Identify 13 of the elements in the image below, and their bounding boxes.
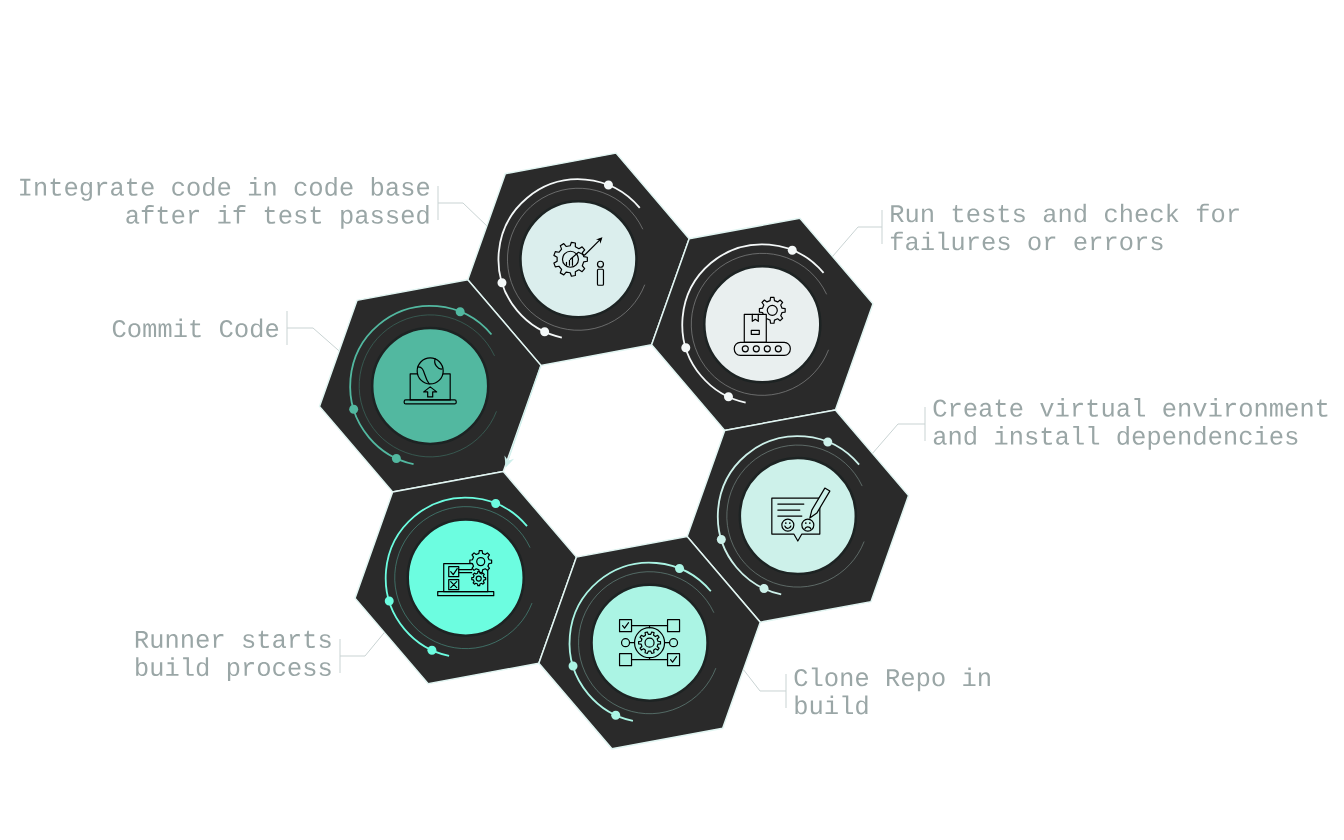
leader-line	[339, 632, 385, 657]
leader-line	[742, 669, 787, 692]
leader-line	[832, 226, 883, 257]
step-label: Run tests and check for failures or errors	[890, 203, 1239, 251]
step-label: Runner starts build process	[135, 630, 331, 682]
step-label: Commit Code	[112, 318, 279, 338]
flow-arrow	[504, 365, 541, 467]
leader-line	[872, 423, 926, 454]
step-label: Create virtual environment and install dependencies	[933, 398, 1328, 450]
step-label: Clone Repo in build	[794, 667, 990, 715]
leader-line	[437, 202, 488, 227]
step-label: Integrate code in code base after if test passed	[20, 177, 430, 229]
leader-line	[286, 327, 340, 352]
